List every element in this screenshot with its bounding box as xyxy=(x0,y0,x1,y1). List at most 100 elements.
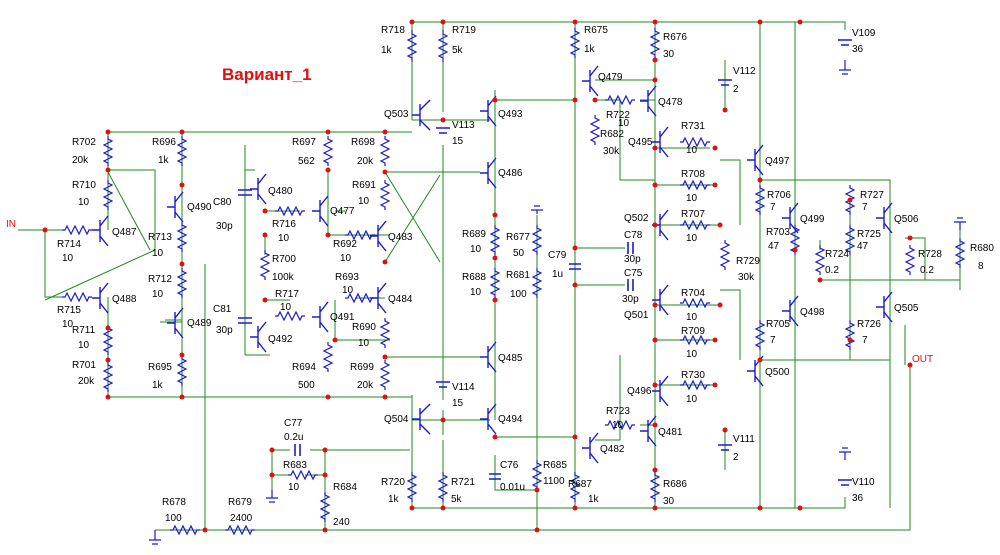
R729-name: R729 xyxy=(736,256,760,267)
R720-value: 1k xyxy=(388,494,400,505)
R731-value: 10 xyxy=(686,145,698,156)
R722-name: R722 xyxy=(606,110,630,121)
R696-name: R696 xyxy=(152,137,176,148)
Q499 xyxy=(782,202,799,234)
R704-value: 10 xyxy=(686,312,698,323)
C78-value: 30p xyxy=(624,254,641,265)
R712-value: 10 xyxy=(152,289,164,300)
R714-name: R714 xyxy=(57,239,81,250)
R712-name: R712 xyxy=(148,274,172,285)
R690 xyxy=(379,318,391,348)
R688-name: R688 xyxy=(462,272,486,283)
R718-name: R718 xyxy=(381,25,405,36)
R685 xyxy=(531,460,543,490)
Q506-label: Q506 xyxy=(894,214,919,225)
R677-name: R677 xyxy=(506,232,530,243)
R722 xyxy=(605,94,635,106)
R694-value: 500 xyxy=(298,380,315,391)
Q502-label: Q502 xyxy=(624,213,649,224)
R719-value: 5k xyxy=(452,45,464,56)
R691-value: 10 xyxy=(358,196,370,207)
R713-name: R713 xyxy=(148,232,172,243)
Q501 xyxy=(652,284,669,316)
R692 xyxy=(345,229,375,241)
Q477 xyxy=(312,195,329,227)
R727-value: 7 xyxy=(862,202,868,213)
Q493-label: Q493 xyxy=(498,109,523,120)
R724-name: R724 xyxy=(825,249,849,260)
Q489 xyxy=(167,307,184,339)
R713-value: 10 xyxy=(152,248,164,259)
R680-value: 8 xyxy=(978,261,984,272)
Q480 xyxy=(250,173,267,205)
V113-name: V113 xyxy=(452,120,475,131)
Q499-label: Q499 xyxy=(800,214,825,225)
R711-name: R711 xyxy=(72,325,96,336)
Q495 xyxy=(652,126,669,158)
R714 xyxy=(62,224,92,236)
R706-value: 7 xyxy=(770,202,776,213)
R698-value: 20k xyxy=(357,156,374,167)
R715-name: R715 xyxy=(57,305,81,316)
page-title: Вариант_1 xyxy=(222,65,312,84)
Q486-label: Q486 xyxy=(498,168,523,179)
R679-name: R679 xyxy=(228,497,252,508)
C77-value: 0.2u xyxy=(284,432,303,443)
R676-name: R676 xyxy=(663,32,687,43)
R704 xyxy=(680,297,710,309)
Q481-label: Q481 xyxy=(658,427,683,438)
V114 xyxy=(436,381,450,388)
transistor-labels: Q503 Q493 Q486 Q487 Q490 Q480 Q477 Q483 … xyxy=(112,72,919,455)
R700-value: 100k xyxy=(272,272,295,283)
Q504 xyxy=(412,403,431,435)
R727-name: R727 xyxy=(860,190,884,201)
C80-name: C80 xyxy=(213,197,232,208)
R716 xyxy=(275,205,305,217)
R677 xyxy=(531,225,543,255)
R692-value: 10 xyxy=(340,253,352,264)
Q490 xyxy=(167,191,184,223)
R705-name: R705 xyxy=(766,319,790,330)
R712 xyxy=(176,268,188,298)
input-port-label: IN xyxy=(6,219,16,230)
R695 xyxy=(176,356,188,386)
R685-name: R685 xyxy=(543,460,567,471)
C80 xyxy=(238,189,252,196)
C76-value: 0.01u xyxy=(500,482,525,493)
Q481 xyxy=(640,415,657,447)
ground-symbol xyxy=(954,217,966,230)
V110-value: 36 xyxy=(852,493,864,504)
Q503-label: Q503 xyxy=(384,109,409,120)
R724 xyxy=(814,245,826,275)
R698 xyxy=(379,136,391,166)
V110-name: V110 xyxy=(852,477,875,488)
V111-value: 2 xyxy=(733,452,739,463)
Q478-label: Q478 xyxy=(658,97,683,108)
R687-name: R687 xyxy=(568,479,592,490)
R676 xyxy=(649,28,661,58)
R731-name: R731 xyxy=(681,121,705,132)
V110 xyxy=(838,479,852,486)
V109-name: V109 xyxy=(852,28,876,39)
Q489-label: Q489 xyxy=(187,318,212,329)
R690-value: 10 xyxy=(358,338,370,349)
R675 xyxy=(569,28,581,58)
R691-name: R691 xyxy=(352,180,376,191)
R719-name: R719 xyxy=(452,25,476,36)
R700-name: R700 xyxy=(272,254,296,265)
R705-value: 7 xyxy=(770,335,776,346)
R729 xyxy=(719,240,731,270)
Q497 xyxy=(747,144,764,176)
Q479 xyxy=(582,65,599,97)
Q479-label: Q479 xyxy=(598,72,623,83)
Q484-label: Q484 xyxy=(388,294,413,305)
R721-name: R721 xyxy=(451,477,475,488)
R723-name: R723 xyxy=(606,406,630,417)
R693-value: 10 xyxy=(342,285,354,296)
capacitor-labels: C80 30p C81 30p C79 1u C78 30p C75 30p C… xyxy=(213,197,643,493)
V112 xyxy=(718,79,732,86)
Q501-label: Q501 xyxy=(624,310,649,321)
R697-name: R697 xyxy=(292,137,316,148)
R728 xyxy=(904,245,916,275)
